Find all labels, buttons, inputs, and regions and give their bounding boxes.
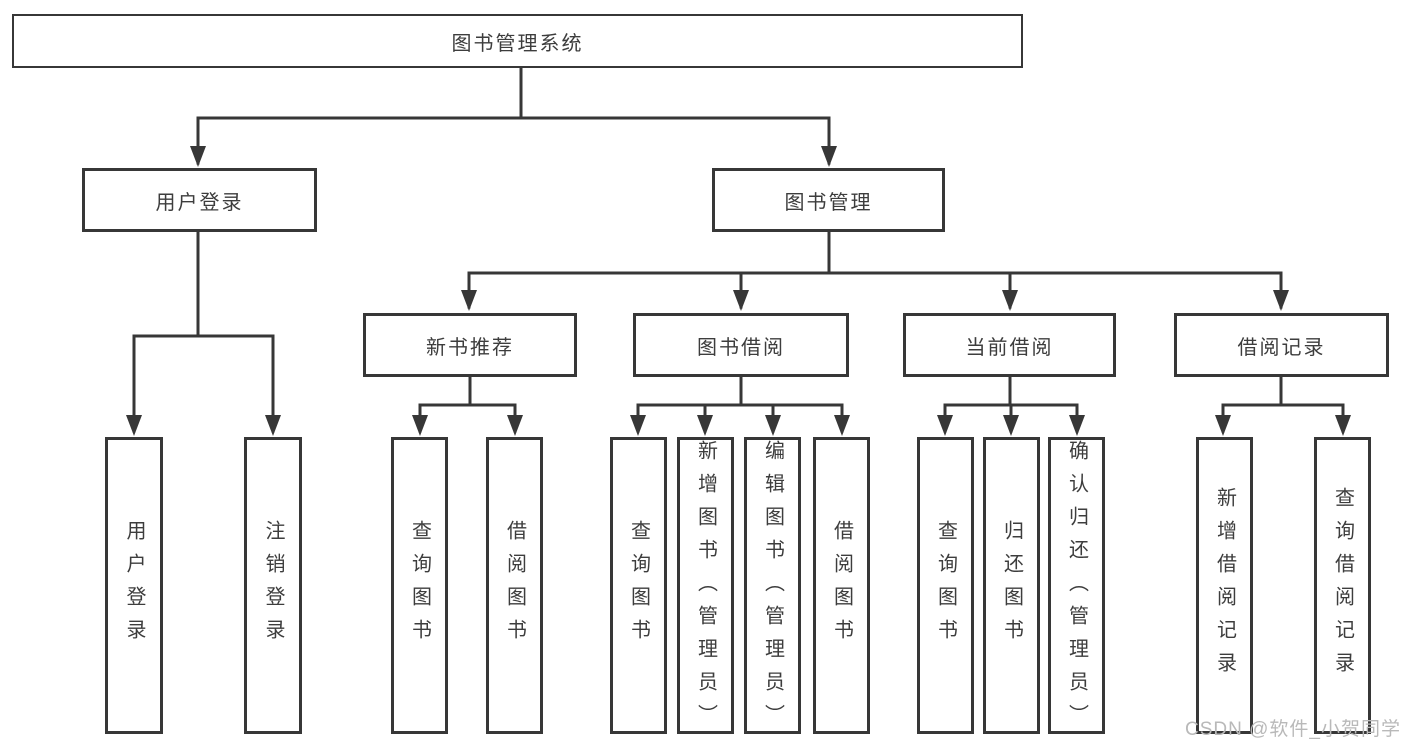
node-label: 新增借阅记录 (1213, 486, 1236, 685)
csdn-watermark: CSDN @软件_小贺同学 (1185, 719, 1401, 740)
leaf-borrow-books-1: 借阅图书 (486, 437, 543, 734)
node-label: 查询图书 (934, 519, 957, 652)
leaf-confirm-return-admin: 确认归还（管理员） (1048, 437, 1105, 737)
node-library-management-system: 图书管理系统 (12, 14, 1023, 68)
node-label: 注销登录 (262, 519, 284, 652)
node-label: 图书管理 (784, 191, 873, 214)
leaf-query-borrow-record: 查询借阅记录 (1314, 437, 1371, 734)
leaf-query-books-3: 查询图书 (917, 437, 974, 734)
node-label: 归还图书 (1000, 519, 1023, 652)
node-book-borrowing: 图书借阅 (633, 313, 849, 377)
leaf-add-books-admin: 新增图书（管理员） (677, 437, 734, 737)
node-label: 查询图书 (627, 519, 650, 652)
node-label: 用户登录 (155, 191, 244, 214)
node-label: 新增图书（管理员） (694, 440, 717, 737)
arrowheads (126, 146, 1351, 436)
node-label: 新书推荐 (426, 336, 514, 359)
node-label: 借阅记录 (1237, 336, 1326, 359)
node-label: 当前借阅 (965, 336, 1054, 359)
node-user-login: 用户登录 (82, 168, 317, 232)
node-label: 编辑图书（管理员） (761, 440, 784, 737)
node-label: 图书借阅 (697, 336, 785, 359)
leaf-query-books-1: 查询图书 (391, 437, 448, 734)
leaf-edit-books-admin: 编辑图书（管理员） (744, 437, 801, 737)
node-label: 查询图书 (408, 519, 431, 652)
node-label: 确认归还（管理员） (1065, 440, 1088, 737)
node-borrowing-records: 借阅记录 (1174, 313, 1389, 377)
leaf-add-borrow-record: 新增借阅记录 (1196, 437, 1253, 734)
node-label: 借阅图书 (830, 519, 853, 652)
leaf-return-books: 归还图书 (983, 437, 1040, 734)
node-label: 借阅图书 (503, 519, 526, 652)
leaf-query-books-2: 查询图书 (610, 437, 667, 734)
node-label: 用户登录 (123, 519, 145, 652)
node-new-book-recommendation: 新书推荐 (363, 313, 577, 377)
leaf-borrow-books-2: 借阅图书 (813, 437, 870, 734)
node-book-management: 图书管理 (712, 168, 945, 232)
node-label: 查询借阅记录 (1331, 486, 1354, 685)
node-current-borrowing: 当前借阅 (903, 313, 1116, 377)
leaf-logout: 注销登录 (244, 437, 302, 734)
leaf-user-login: 用户登录 (105, 437, 163, 734)
node-label: 图书管理系统 (451, 32, 584, 55)
